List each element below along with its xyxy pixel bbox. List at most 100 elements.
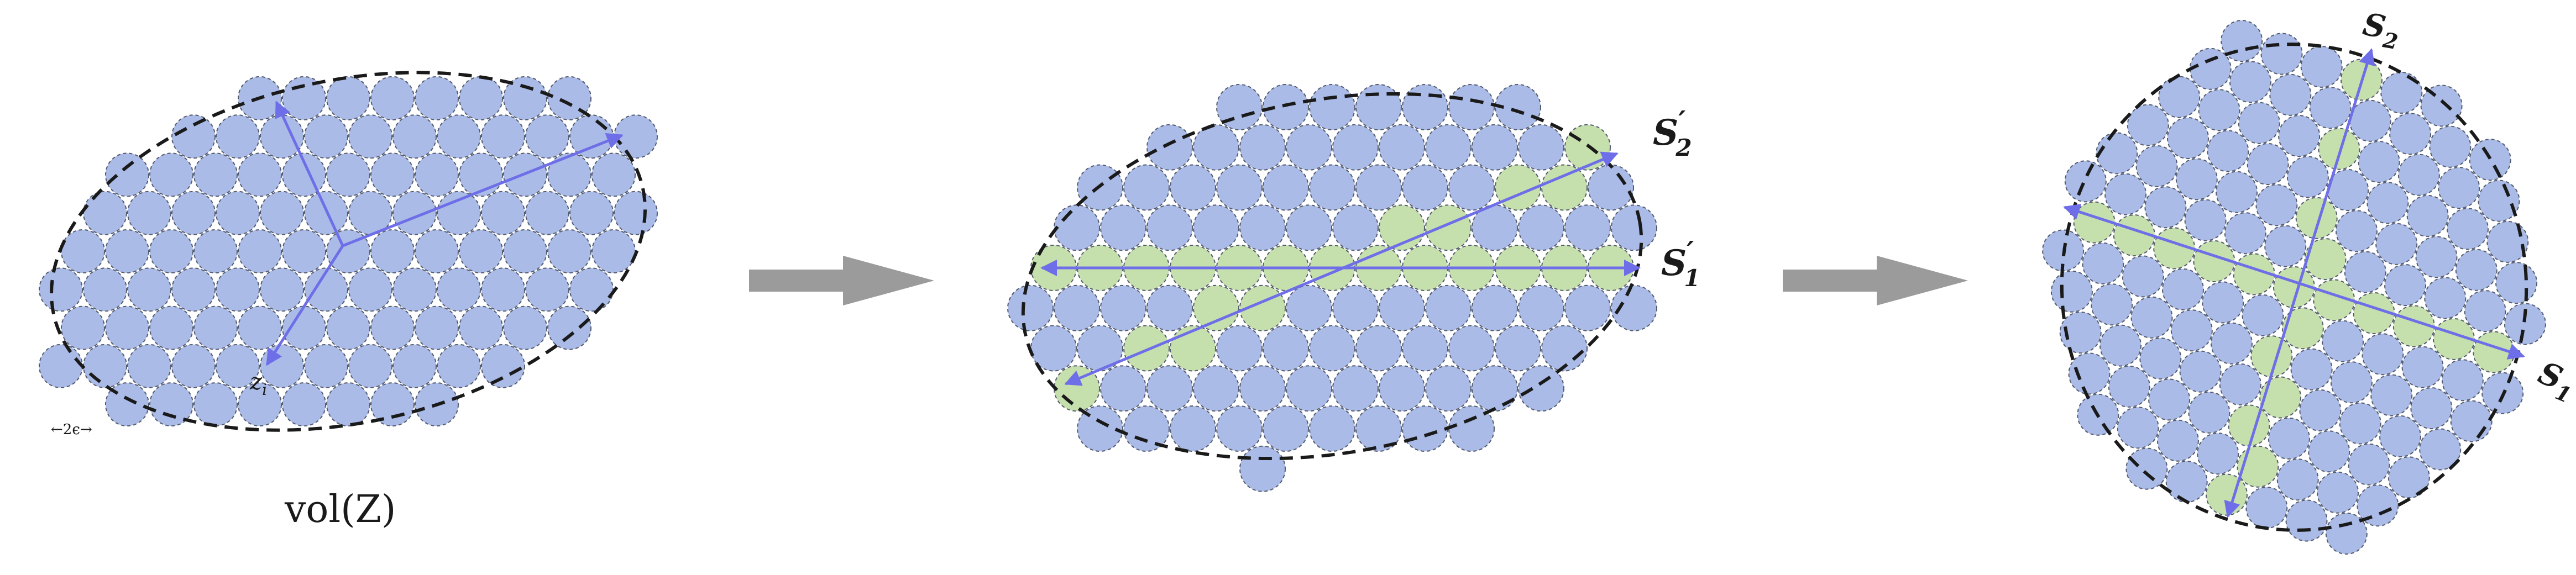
disk bbox=[1286, 204, 1332, 251]
disk bbox=[459, 229, 503, 273]
label-zi: zi bbox=[249, 368, 267, 399]
disk bbox=[1263, 325, 1309, 372]
disk bbox=[1611, 204, 1657, 251]
disk bbox=[216, 344, 260, 388]
disk bbox=[1332, 124, 1379, 171]
disk bbox=[2429, 125, 2472, 168]
disk bbox=[1448, 405, 1495, 452]
disk bbox=[193, 229, 238, 273]
disk bbox=[2268, 417, 2310, 460]
disk bbox=[370, 229, 415, 273]
disk bbox=[1472, 124, 1518, 171]
disk bbox=[1425, 365, 1472, 412]
disk bbox=[61, 229, 105, 273]
disk bbox=[2144, 186, 2187, 229]
label-2epsilon: ←2ϵ→ bbox=[51, 421, 92, 438]
disk bbox=[459, 76, 503, 120]
disk bbox=[1193, 204, 1239, 251]
disk bbox=[2238, 102, 2280, 144]
disk bbox=[83, 191, 127, 235]
disk bbox=[2229, 61, 2271, 103]
disk bbox=[1193, 365, 1239, 412]
disk bbox=[2260, 33, 2303, 75]
label-s2-prime: S′2 bbox=[1653, 104, 1692, 161]
disk bbox=[216, 191, 260, 235]
disk bbox=[171, 267, 216, 312]
disk bbox=[2170, 309, 2213, 352]
disk bbox=[2068, 352, 2111, 395]
disk bbox=[525, 191, 569, 235]
disk bbox=[2219, 363, 2261, 405]
disk bbox=[459, 305, 503, 350]
disk bbox=[2224, 212, 2266, 255]
highlighted-disk bbox=[2206, 473, 2248, 516]
disk bbox=[1448, 84, 1495, 130]
disk bbox=[149, 152, 193, 197]
disk bbox=[171, 344, 216, 388]
disk bbox=[216, 267, 260, 312]
disk bbox=[39, 267, 83, 312]
disk bbox=[2450, 400, 2493, 442]
disk bbox=[2278, 115, 2321, 157]
disk bbox=[2348, 443, 2390, 486]
disk bbox=[1495, 84, 1541, 130]
disk bbox=[2202, 281, 2244, 324]
disk bbox=[2247, 143, 2289, 185]
disk bbox=[127, 267, 171, 312]
disk bbox=[304, 114, 348, 159]
disk bbox=[39, 344, 83, 388]
disk bbox=[2478, 180, 2520, 222]
disk bbox=[1286, 365, 1332, 412]
disk bbox=[481, 114, 525, 159]
disk bbox=[2375, 223, 2418, 265]
disk bbox=[2135, 145, 2178, 187]
disk bbox=[238, 382, 282, 427]
disk bbox=[591, 229, 636, 273]
disk bbox=[1146, 284, 1193, 331]
disk bbox=[525, 267, 569, 312]
disk bbox=[2096, 132, 2138, 175]
disk bbox=[437, 267, 481, 312]
disk bbox=[2308, 430, 2350, 473]
disk bbox=[1123, 405, 1170, 452]
disk bbox=[304, 344, 348, 388]
disk bbox=[2486, 220, 2529, 263]
disk bbox=[2420, 85, 2463, 127]
label-s1-prime: S′1 bbox=[1661, 235, 1700, 292]
disk bbox=[238, 229, 282, 273]
disk bbox=[415, 229, 459, 273]
disk bbox=[2156, 419, 2199, 462]
axis-vectors bbox=[2063, 48, 2525, 518]
disk bbox=[61, 305, 105, 350]
disk bbox=[2309, 87, 2352, 129]
disk bbox=[2455, 249, 2498, 291]
disk bbox=[2255, 184, 2298, 226]
disk bbox=[2438, 167, 2480, 209]
disk bbox=[1309, 325, 1355, 372]
disk bbox=[2139, 337, 2182, 380]
disk bbox=[1355, 325, 1402, 372]
disk bbox=[1077, 405, 1123, 452]
disk bbox=[1170, 164, 1216, 211]
disk bbox=[2366, 182, 2409, 224]
disk bbox=[2389, 113, 2432, 155]
disk bbox=[149, 382, 193, 427]
disk bbox=[1146, 204, 1193, 251]
disk bbox=[2464, 290, 2506, 333]
disk bbox=[415, 305, 459, 350]
disk bbox=[1332, 204, 1379, 251]
disk bbox=[216, 114, 260, 159]
disk bbox=[2330, 361, 2373, 404]
highlighted-disk bbox=[2259, 376, 2302, 419]
disk bbox=[2158, 76, 2201, 118]
disk bbox=[2495, 262, 2538, 304]
disk bbox=[1263, 84, 1309, 130]
highlighted-disk bbox=[1170, 325, 1216, 372]
disk bbox=[2064, 160, 2107, 203]
highlighted-disk bbox=[2281, 307, 2324, 350]
disk bbox=[2108, 365, 2150, 408]
disk bbox=[2370, 374, 2413, 416]
disk bbox=[326, 152, 370, 197]
disk bbox=[2117, 407, 2159, 449]
disk bbox=[1448, 164, 1495, 211]
